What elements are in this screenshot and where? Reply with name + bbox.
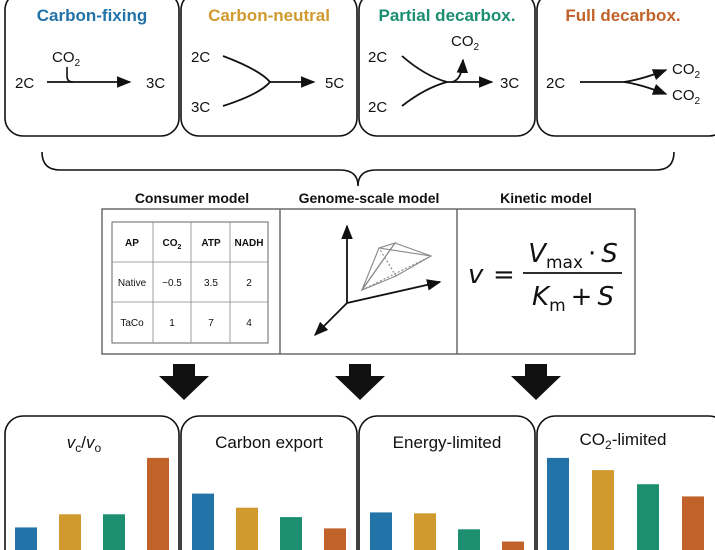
bar bbox=[103, 514, 125, 550]
bar bbox=[192, 493, 214, 550]
partial-branch-bottom bbox=[401, 81, 448, 107]
fixing-output-label: 3C bbox=[146, 75, 165, 92]
neutral-branch-bottom bbox=[222, 81, 271, 107]
chart-title-carbon-export: Carbon export bbox=[215, 433, 323, 452]
table-cell: 2 bbox=[246, 278, 252, 289]
down-arrow-3 bbox=[511, 364, 561, 400]
bar bbox=[682, 496, 704, 550]
table-header-co2: CO2 bbox=[163, 238, 182, 251]
table-header-ap: AP bbox=[125, 238, 139, 249]
bar bbox=[458, 529, 480, 550]
bar bbox=[147, 457, 169, 550]
panel-carbon-fixing bbox=[4, 0, 180, 137]
table-header-nadh: NADH bbox=[235, 238, 264, 249]
bar bbox=[502, 541, 524, 550]
full-output-top-label: CO2 bbox=[672, 61, 701, 81]
bar bbox=[280, 517, 302, 550]
bar bbox=[547, 457, 569, 550]
panel-carbon-neutral bbox=[180, 0, 358, 137]
chart-title-energy-limited: Energy-limited bbox=[393, 433, 502, 452]
chart-title-co2-limited: CO2-limited bbox=[580, 430, 667, 452]
pathway-title-carbon-neutral: Carbon-neutral bbox=[208, 6, 330, 25]
table-cell: TaCo bbox=[120, 318, 144, 329]
neutral-output-label: 5C bbox=[325, 75, 344, 92]
chart-panel-energy-limited bbox=[358, 415, 536, 550]
neutral-input-bottom-label: 3C bbox=[191, 99, 210, 116]
full-input-label: 2C bbox=[546, 75, 565, 92]
consumer-table: AP CO2 ATP NADH Native −0.5 3.5 2 TaCo 1… bbox=[111, 221, 269, 344]
kinetic-model-title: Kinetic model bbox=[500, 190, 592, 206]
partial-co2-arrow bbox=[451, 58, 469, 83]
neutral-input-top-label: 2C bbox=[191, 49, 210, 66]
bar bbox=[414, 513, 436, 550]
consumer-model-title: Consumer model bbox=[135, 190, 249, 206]
eq-lhs: v bbox=[468, 260, 484, 290]
pathway-title-partial-decarbox: Partial decarbox. bbox=[378, 6, 515, 25]
neutral-branch-top bbox=[222, 55, 271, 83]
full-branch-top bbox=[623, 69, 668, 83]
chart-title-vc-vo: vc/vo bbox=[67, 433, 102, 455]
partial-output-label: 3C bbox=[500, 75, 519, 92]
fixing-co2-join bbox=[66, 67, 74, 83]
eq-denominator: Km+S bbox=[532, 282, 614, 316]
chart-panel-vc-vo bbox=[4, 415, 180, 550]
fixing-co2-label: CO2 bbox=[52, 49, 81, 69]
bar bbox=[15, 527, 37, 550]
eq-equals: = bbox=[493, 260, 515, 290]
partial-co2-label: CO2 bbox=[451, 33, 480, 53]
chart-panel-co2-limited bbox=[536, 415, 715, 550]
bar bbox=[236, 507, 258, 550]
table-cell: Native bbox=[118, 278, 147, 289]
down-arrow-1 bbox=[159, 364, 209, 400]
flux-space-polytope bbox=[313, 224, 442, 337]
eq-numerator: Vmax·S bbox=[528, 239, 618, 273]
table-header-atp: ATP bbox=[201, 238, 221, 249]
pathway-panels: Carbon-fixing Carbon-neutral Partial dec… bbox=[4, 0, 715, 137]
model-panel-frame bbox=[101, 208, 636, 355]
full-output-bottom-label: CO2 bbox=[672, 87, 701, 107]
bar bbox=[637, 484, 659, 550]
partial-branch-top bbox=[401, 55, 448, 83]
table-cell: 4 bbox=[246, 318, 252, 329]
down-arrow-2 bbox=[335, 364, 385, 400]
bar bbox=[324, 528, 346, 550]
table-cell: 1 bbox=[169, 318, 175, 329]
bar-charts bbox=[15, 457, 704, 550]
axis-y bbox=[313, 302, 348, 337]
partial-input-top-label: 2C bbox=[368, 49, 387, 66]
genome-model-title: Genome-scale model bbox=[299, 190, 440, 206]
chart-panel-carbon-export bbox=[180, 415, 358, 550]
panel-partial-decarbox bbox=[358, 0, 536, 137]
partial-input-bottom-label: 2C bbox=[368, 99, 387, 116]
pathway-title-full-decarbox: Full decarbox. bbox=[565, 6, 680, 25]
bar bbox=[592, 470, 614, 550]
axis-x bbox=[346, 279, 442, 304]
panel-full-decarbox bbox=[536, 0, 715, 137]
grouping-brace bbox=[41, 151, 675, 187]
model-panel: AP CO2 ATP NADH Native −0.5 3.5 2 TaCo 1… bbox=[101, 208, 636, 355]
table-cell: −0.5 bbox=[162, 278, 182, 289]
michaelis-menten-equation: v = Vmax·S Km+S bbox=[468, 239, 622, 316]
fixing-input-label: 2C bbox=[15, 75, 34, 92]
table-cell: 7 bbox=[208, 318, 214, 329]
bar bbox=[370, 512, 392, 550]
full-branch-bottom bbox=[623, 81, 668, 95]
outcome-panels: vc/vo Carbon export Energy-limited CO2-l… bbox=[4, 415, 715, 550]
table-cell: 3.5 bbox=[204, 278, 218, 289]
pathway-title-carbon-fixing: Carbon-fixing bbox=[37, 6, 148, 25]
down-arrows bbox=[159, 364, 561, 400]
bar bbox=[59, 514, 81, 550]
